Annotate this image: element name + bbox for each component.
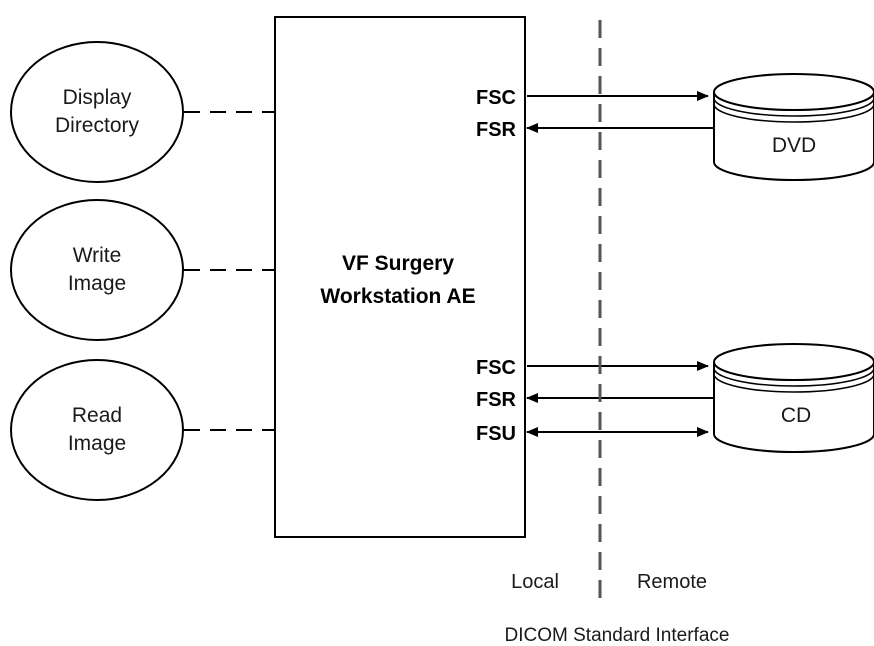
interface-caption: DICOM Standard Interface xyxy=(505,625,730,646)
cd-label: CD xyxy=(781,404,811,427)
dvd-media-icon: DVD xyxy=(713,73,874,181)
activity-label-line1: Write xyxy=(73,244,122,267)
role-label-dvd-fsc: FSC xyxy=(476,87,516,109)
activity-label-line1: Display xyxy=(63,86,132,109)
activity-label-line2: Image xyxy=(68,272,126,295)
activity-label-line1: Read xyxy=(72,404,122,427)
dvd-label: DVD xyxy=(772,134,816,157)
role-label-cd-fsc: FSC xyxy=(476,357,516,379)
activity-read-image: Read Image xyxy=(10,359,184,501)
local-label: Local xyxy=(511,571,559,593)
activity-write-image: Write Image xyxy=(10,199,184,341)
role-label-cd-fsu: FSU xyxy=(476,423,516,445)
ae-title-line2: Workstation AE xyxy=(320,285,475,308)
activity-label-line2: Image xyxy=(68,432,126,455)
activity-label-line2: Directory xyxy=(55,114,140,137)
activity-display-directory: Display Directory xyxy=(10,41,184,183)
application-entity-box: VF Surgery Workstation AE FSC FSR FSC FS… xyxy=(274,16,526,538)
remote-label: Remote xyxy=(637,571,707,593)
cd-media-icon: CD xyxy=(713,343,874,453)
role-label-cd-fsr: FSR xyxy=(476,389,517,411)
role-label-dvd-fsr: FSR xyxy=(476,119,517,141)
ae-title-line1: VF Surgery xyxy=(342,252,454,275)
